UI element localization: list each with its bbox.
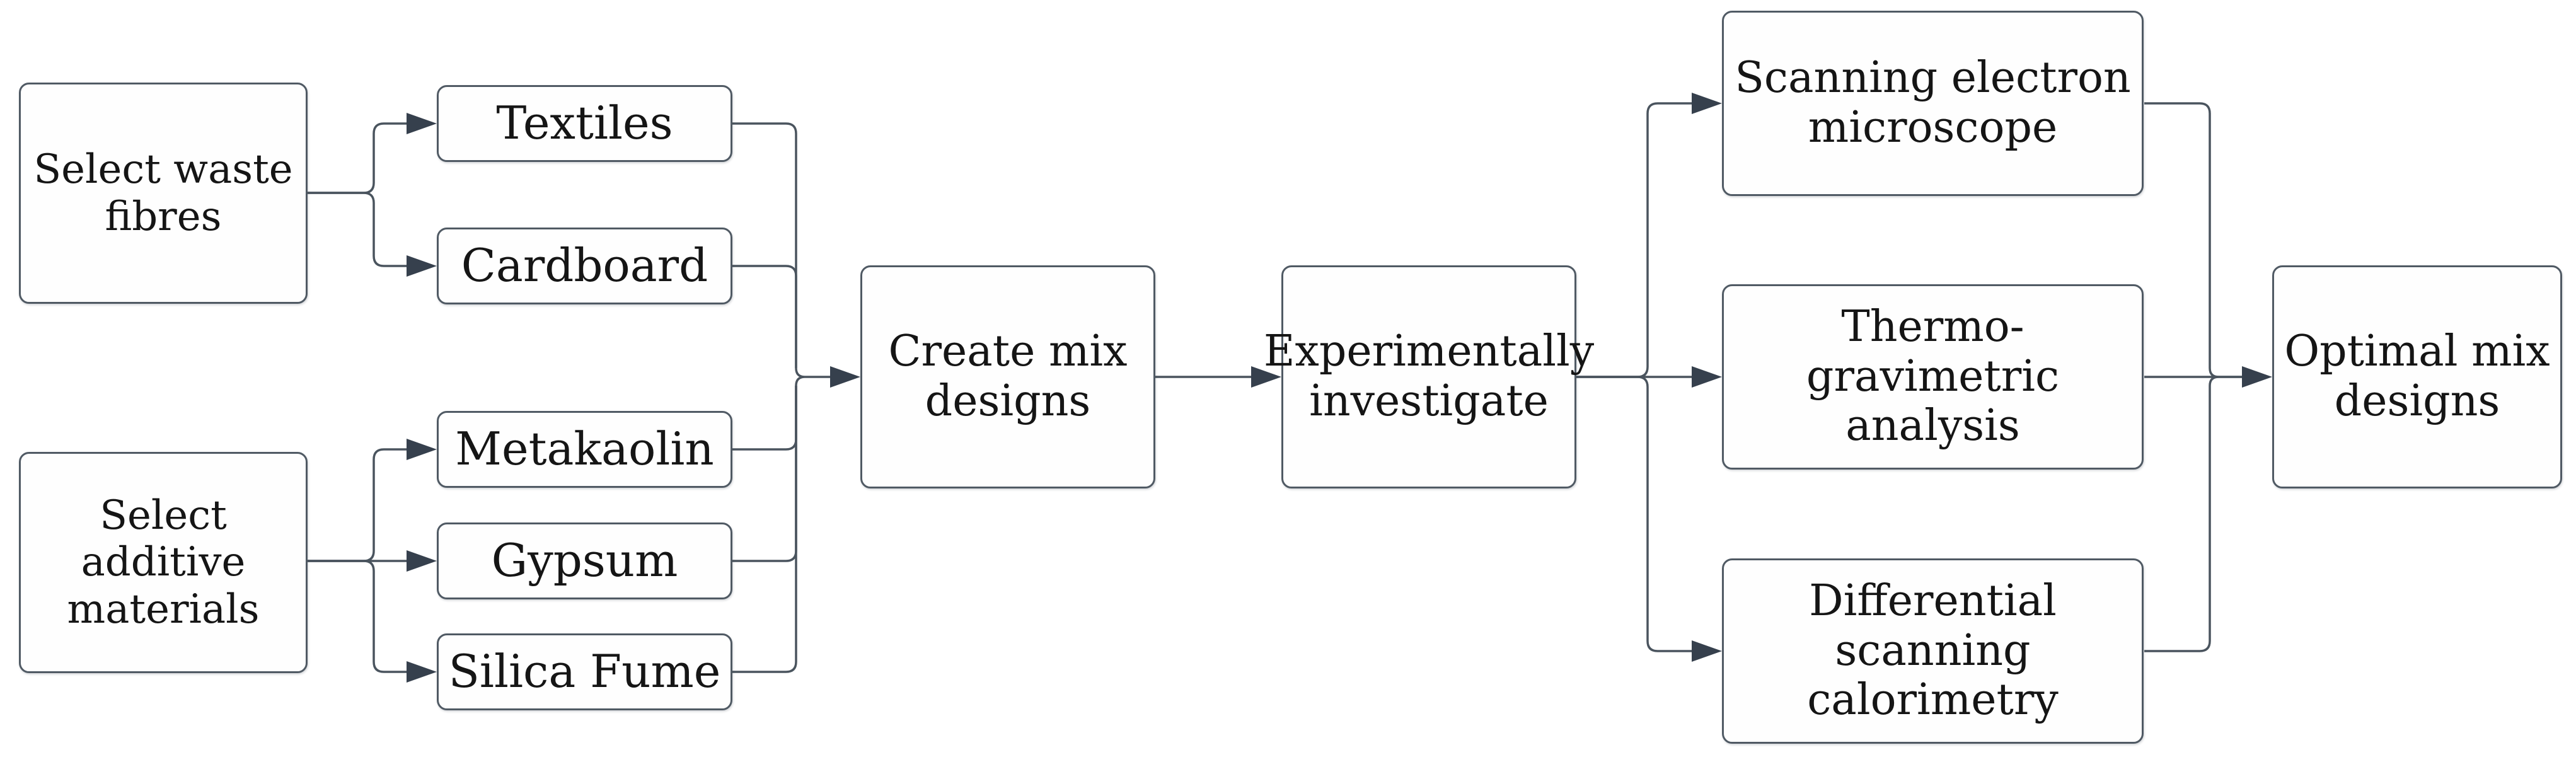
label-line: Gypsum xyxy=(491,534,678,587)
arrowhead-into-create-mix xyxy=(830,366,860,388)
node-gypsum: Gypsum xyxy=(437,522,732,599)
arrowhead-into-investigate xyxy=(1251,366,1281,388)
label-line: investigate xyxy=(1309,376,1549,426)
label-line: calorimetry xyxy=(1807,675,2059,725)
node-thermo-gravimetric-analysis: Thermo- gravimetric analysis xyxy=(1722,284,2144,470)
connector-additive-to-silica-fume xyxy=(308,560,409,673)
connector-waste-to-textiles xyxy=(308,122,409,194)
label-line: Thermo- xyxy=(1841,301,2024,352)
connector-dsc-merge xyxy=(2144,386,2211,652)
connector-merge-to-optimal xyxy=(2209,367,2244,386)
node-cardboard: Cardboard xyxy=(437,228,732,304)
label-line: gravimetric xyxy=(1806,351,2060,401)
label-line: Create mix xyxy=(888,326,1128,377)
node-select-waste-fibres: Select waste fibres xyxy=(19,83,308,304)
connector-gypsum-merge xyxy=(732,386,797,562)
arrowhead-into-textiles xyxy=(407,113,437,134)
node-optimal-mix-designs: Optimal mix designs xyxy=(2272,265,2562,488)
arrowhead-into-optimal xyxy=(2242,366,2272,388)
node-metakaolin: Metakaolin xyxy=(437,411,732,488)
node-differential-scanning-calorimetry: Differential scanning calorimetry xyxy=(1722,558,2144,744)
label-line: analysis xyxy=(1845,401,2020,451)
connector-metakaolin-merge xyxy=(732,386,797,451)
label-line: Optimal mix xyxy=(2284,326,2550,377)
arrowhead-into-metakaolin xyxy=(407,439,437,460)
label-line: Select xyxy=(100,492,227,540)
arrowhead-into-silica-fume xyxy=(407,661,437,683)
label-line: Metakaolin xyxy=(455,422,714,476)
label-line: additive xyxy=(81,539,246,586)
label-line: fibres xyxy=(105,193,222,240)
connector-silica-fume-merge xyxy=(732,386,797,673)
arrowhead-into-gypsum xyxy=(407,550,437,572)
label-line: Silica Fume xyxy=(448,645,721,698)
node-experimentally-investigate: Experimentally investigate xyxy=(1264,265,1594,488)
label-line: scanning xyxy=(1835,625,2031,676)
label-line: Textiles xyxy=(496,96,673,150)
arrowhead-into-dsc xyxy=(1692,640,1722,662)
node-scanning-electron-microscope: Scanning electron microscope xyxy=(1722,11,2144,196)
label-line: Experimentally xyxy=(1263,326,1595,377)
node-select-additive-materials: Select additive materials xyxy=(19,452,308,673)
label-line: Select waste xyxy=(33,146,293,193)
node-create-mix-designs: Create mix designs xyxy=(860,265,1155,488)
connector-additive-to-metakaolin xyxy=(308,448,409,562)
node-textiles: Textiles xyxy=(437,85,732,162)
arrowhead-into-tga xyxy=(1692,366,1722,388)
connector-waste-to-cardboard xyxy=(308,192,409,267)
label-line: designs xyxy=(2334,376,2500,426)
label-line: Cardboard xyxy=(461,239,708,292)
arrowhead-into-sem xyxy=(1692,93,1722,114)
connector-cardboard-merge xyxy=(732,265,797,368)
arrowhead-into-cardboard xyxy=(407,255,437,277)
label-line: Differential xyxy=(1809,575,2057,626)
label-line: Scanning electron xyxy=(1735,53,2131,103)
label-line: microscope xyxy=(1808,103,2058,153)
connector-investigate-to-dsc xyxy=(1576,376,1694,652)
label-line: designs xyxy=(925,376,1091,426)
connector-sem-merge xyxy=(2144,102,2211,368)
label-line: materials xyxy=(67,586,260,633)
connector-merge-to-create-mix xyxy=(795,367,833,386)
connector-textiles-merge xyxy=(732,122,797,368)
node-silica-fume: Silica Fume xyxy=(437,633,732,710)
